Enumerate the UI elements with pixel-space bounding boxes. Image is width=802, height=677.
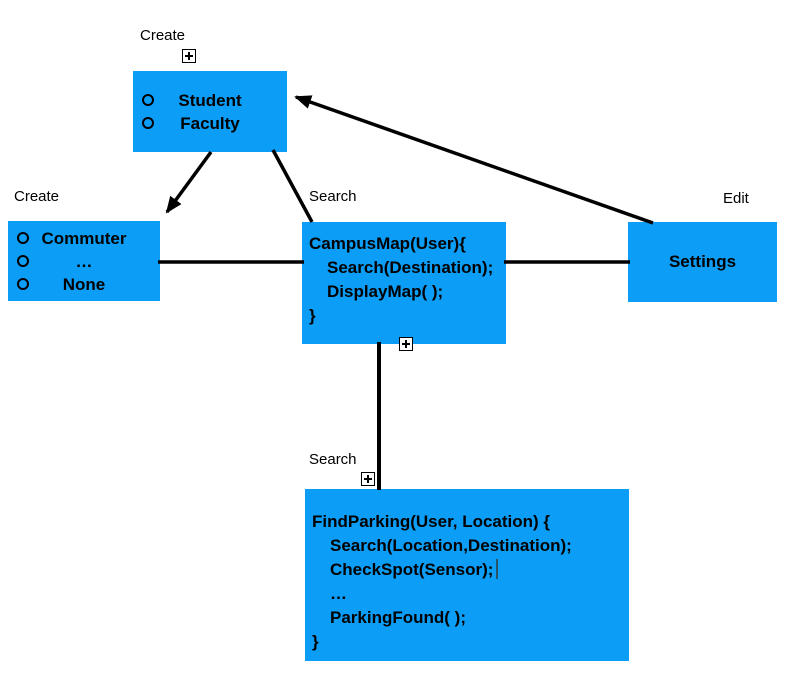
action-label-search-find-parking: Search [309, 451, 357, 468]
code-line: CheckSpot(Sensor); [305, 558, 629, 582]
node-find-parking[interactable]: FindParking(User, Location) { Search(Loc… [305, 489, 629, 661]
node-commuter-list[interactable]: Commuter … None [8, 221, 160, 301]
expand-icon[interactable] [361, 472, 375, 486]
code-line: … [330, 584, 347, 603]
code-line: FindParking(User, Location) { [312, 512, 551, 531]
action-label-search-campus-map: Search [309, 188, 357, 205]
code-line: ParkingFound( ); [330, 608, 466, 627]
list-item-label: None [62, 274, 106, 294]
bullet-circle-icon [142, 117, 154, 129]
code-line: Search(Location,Destination); [330, 536, 572, 555]
code-line: } [309, 306, 316, 325]
node-student-faculty[interactable]: Student Faculty [133, 71, 287, 152]
action-label-create-left: Create [14, 188, 60, 205]
node-settings-label: Settings [668, 252, 737, 271]
bullet-circle-icon [17, 278, 29, 290]
list-item: Faculty [133, 112, 287, 135]
text-cursor [496, 559, 499, 579]
bullet-circle-icon [142, 94, 154, 106]
node-settings[interactable]: Settings [628, 222, 777, 302]
code-line: CampusMap(User){ [309, 234, 466, 253]
code-line: DisplayMap( ); [327, 282, 444, 301]
edge-student-faculty-to-campus-map[interactable] [271, 149, 314, 223]
list-item-label: Commuter [41, 228, 127, 248]
node-campus-map[interactable]: CampusMap(User){ Search(Destination); Di… [302, 222, 506, 344]
list-item: None [8, 273, 160, 296]
action-label-create-top: Create [140, 27, 186, 44]
list-item: … [8, 250, 160, 273]
list-item: Student [133, 89, 287, 112]
bullet-circle-icon [17, 255, 29, 267]
list-item-label: Faculty [180, 113, 240, 133]
code-line: } [312, 632, 319, 651]
list-item-label: Student [178, 90, 242, 110]
list-item: Commuter [8, 227, 160, 250]
bullet-circle-icon [17, 232, 29, 244]
expand-icon[interactable] [399, 337, 413, 351]
edge-student-faculty-to-commuter[interactable] [165, 150, 213, 214]
expand-icon[interactable] [182, 49, 196, 63]
code-line-text: CheckSpot(Sensor); [330, 560, 494, 579]
code-line: Search(Destination); [327, 258, 494, 277]
action-label-edit: Edit [723, 190, 749, 207]
list-item-label: … [75, 251, 93, 271]
